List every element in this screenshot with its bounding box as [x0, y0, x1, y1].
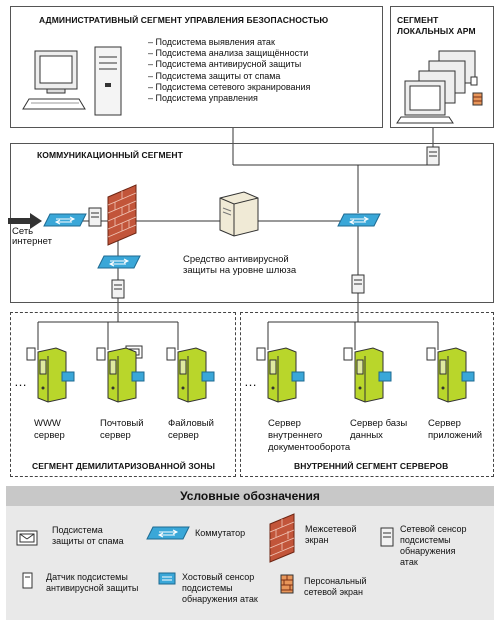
spam-protection-icon [16, 530, 38, 546]
legend-host-sensor-label-2: подсистемы [182, 583, 233, 593]
legend-personal-fw-label-1: Персональный [304, 576, 367, 586]
db-server-label-1: Сервер базы [350, 418, 408, 429]
db-server-label-2: данных [350, 430, 383, 441]
mail-server-label-2: сервер [100, 430, 131, 441]
internet-label-1: Сеть [12, 226, 34, 237]
legend-sensor-label-2: подсистемы [400, 535, 451, 545]
switch-icon [337, 213, 381, 227]
network-sensor-icon [426, 146, 440, 166]
legend-panel [6, 486, 494, 620]
local-arm-title-1: СЕГМЕНТ [397, 15, 439, 25]
dmz-segment [10, 312, 236, 477]
internal-ellipsis: … [244, 374, 257, 389]
database-server-icon [343, 347, 392, 403]
admin-workstation-icon [22, 46, 122, 116]
internet-label-2: интернет [12, 236, 52, 247]
subsystem-item: – Подсистема выявления атак [148, 37, 275, 47]
app-server-label-1: Сервер [428, 418, 461, 429]
doc-server-label-1: Сервер [268, 418, 301, 429]
legend-title: Условные обозначения [6, 486, 494, 506]
internet-arrow-icon [8, 213, 42, 229]
network-sensor-icon [88, 207, 102, 227]
legend-spam-label-2: защиты от спама [52, 536, 124, 546]
switch-icon [97, 255, 141, 269]
admin-segment-title: АДМИНИСТРАТИВНЫЙ СЕГМЕНТ УПРАВЛЕНИЯ БЕЗО… [39, 15, 329, 25]
subsystem-item: – Подсистема анализа защищённости [148, 48, 309, 59]
file-server-label-2: сервер [168, 430, 199, 441]
gateway-av-label-1: Средство антивирусной [183, 254, 289, 265]
local-arm-title-2: ЛОКАЛЬНЫХ АРМ [397, 26, 476, 36]
legend-sensor-label-4: атак [400, 557, 418, 567]
www-server-label-2: сервер [34, 430, 65, 441]
legend-personal-fw-label-2: сетевой экран [304, 587, 363, 597]
network-sensor-icon [351, 274, 365, 294]
network-sensor-icon [111, 279, 125, 299]
host-sensor-icon [158, 572, 176, 585]
legend-spam-label-1: Подсистема [52, 525, 103, 535]
subsystem-item: – Подсистема управления [148, 93, 258, 104]
firewall-icon [269, 513, 295, 563]
legend-firewall-label-2: экран [305, 535, 329, 545]
subsystem-item: – Подсистема защиты от спама [148, 70, 281, 81]
internal-segment-title: ВНУТРЕННИЙ СЕГМЕНТ СЕРВЕРОВ [294, 461, 449, 471]
mail-server-label-1: Почтовый [100, 418, 144, 429]
gateway-antivirus-server-icon [219, 191, 259, 237]
www-server-label-1: WWW [34, 418, 61, 429]
app-server-label-2: приложений [428, 430, 483, 441]
dmz-segment-title: СЕГМЕНТ ДЕМИЛИТАРИЗОВАННОЙ ЗОНЫ [32, 461, 216, 471]
comm-segment-title: КОММУНИКАЦИОННЫЙ СЕГМЕНТ [37, 150, 183, 160]
file-server-label-1: Файловый [168, 418, 214, 429]
legend-switch-label: Коммутатор [195, 528, 246, 538]
local-arm-segment: СЕГМЕНТ ЛОКАЛЬНЫХ АРМ [390, 6, 494, 128]
legend-sensor-label-1: Сетевой сенсор [400, 524, 467, 534]
legend-sensor-label-3: обнаружения [400, 546, 456, 556]
legend-firewall-label-1: Межсетевой [305, 524, 357, 534]
subsystem-item: – Подсистема сетевого экранирования [148, 81, 311, 92]
legend-host-sensor-label-1: Хостовый сенсор [182, 572, 255, 582]
doc-server-label-2: внутреннего [268, 430, 323, 441]
internal-segment [240, 312, 494, 477]
doc-server-label-3: документооборота [268, 442, 351, 453]
switch-icon [43, 213, 87, 227]
legend-av-sensor-label-2: антивирусной защиты [46, 583, 139, 593]
admin-segment: АДМИНИСТРАТИВНЫЙ СЕГМЕНТ УПРАВЛЕНИЯ БЕЗО… [10, 6, 383, 128]
document-server-icon [256, 347, 305, 403]
personal-firewall-icon [280, 574, 294, 594]
admin-subsystem-list: – Подсистема выявления атак – Подсистема… [148, 37, 310, 104]
network-sensor-icon [380, 527, 394, 547]
www-server-icon [26, 347, 75, 403]
gateway-av-label-2: защиты на уровне шлюза [183, 265, 297, 276]
switch-icon [146, 526, 190, 540]
legend-av-sensor-label-1: Датчик подсистемы [46, 572, 128, 582]
antivirus-sensor-icon [22, 572, 33, 589]
local-workstations-icon [396, 50, 483, 124]
application-server-icon [426, 347, 475, 403]
mail-server-icon [96, 345, 145, 403]
dmz-ellipsis: … [14, 374, 27, 389]
legend-host-sensor-label-3: обнаружения атак [182, 594, 258, 604]
file-server-icon [166, 347, 215, 403]
firewall-icon [107, 184, 137, 246]
subsystem-item: – Подсистема антивирусной защиты [148, 59, 302, 70]
